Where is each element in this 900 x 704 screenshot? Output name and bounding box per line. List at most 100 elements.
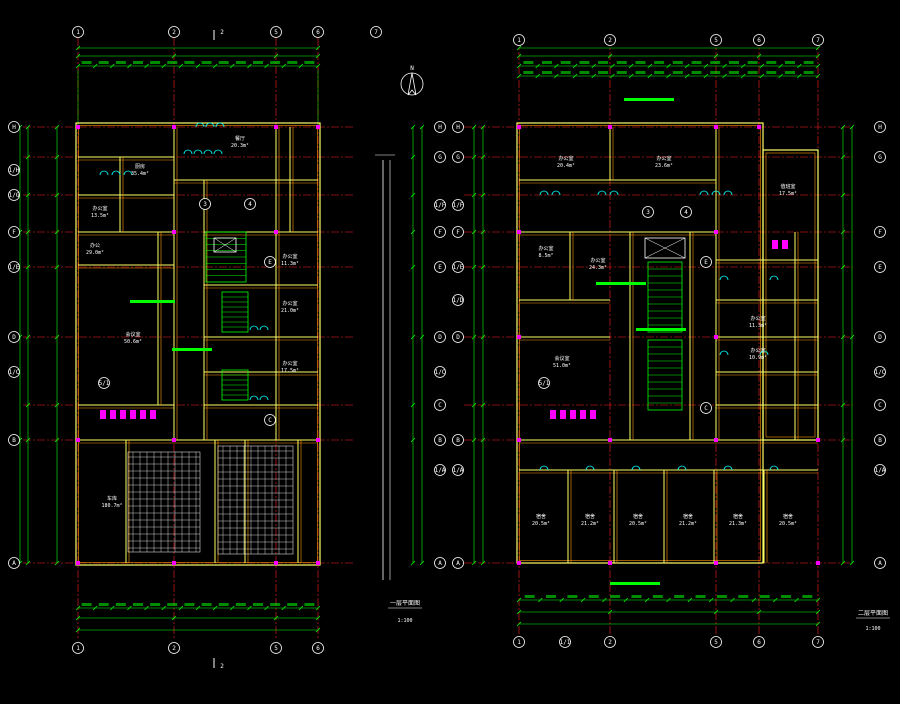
door-swing <box>719 350 729 356</box>
toilet-row-right <box>590 410 596 419</box>
door-swing <box>249 325 259 331</box>
dimension-tick <box>273 615 279 621</box>
axis-bubble-far-right-H-label: H <box>878 124 882 131</box>
structural-column <box>714 335 718 339</box>
dimension-tick <box>773 597 778 603</box>
dimension-value-mark <box>728 61 739 64</box>
room-name-left-4: 会议室 <box>125 331 140 338</box>
door-swing <box>259 325 269 331</box>
dimension-tick <box>815 609 821 615</box>
dimension-tick <box>815 621 821 627</box>
dimension-tick <box>666 73 671 79</box>
room-name-right-8: 宿舍 <box>536 513 546 520</box>
dimension-tick <box>840 402 846 408</box>
dimension-value-mark <box>784 71 795 74</box>
room-name-right-1: 办公室 <box>656 155 671 162</box>
axis-bubble-right-bottom-6 <box>753 636 765 648</box>
dimension-tick <box>591 63 597 69</box>
dimension-tick <box>602 597 607 603</box>
axis-bubble-middle-E <box>434 261 446 273</box>
dimension-tick <box>849 124 855 130</box>
right-plan-title: 二层平面图 <box>858 610 888 617</box>
axis-bubble-far-right-1/A-label: 1/A <box>875 467 886 474</box>
dimension-tick <box>480 264 486 270</box>
axis-bubble-right-outer-1/A <box>452 464 464 476</box>
dimension-value-mark <box>218 603 229 606</box>
door-swing <box>769 275 779 281</box>
axis-bubble-right-bottom-7-label: 7 <box>816 639 820 646</box>
right-wing-wall-inner <box>765 152 816 438</box>
room-name-right-5: 会议室 <box>554 355 569 362</box>
interior-bubble-right-3-label: 3 <box>646 209 650 216</box>
room-area-right-9: 21.2m² <box>581 521 599 527</box>
elevator-shaft-right <box>644 237 686 259</box>
structural-column <box>608 125 612 129</box>
axis-bubble-right-outer-1/E-label: 1/E <box>453 264 464 271</box>
dimension-tick <box>480 192 486 198</box>
dimension-tick <box>144 605 149 611</box>
dimension-value-mark <box>524 595 535 598</box>
interior-bubble-left-E <box>264 256 276 268</box>
left-plan-title: 一层平面图 <box>390 600 420 607</box>
axis-bubble-left-outer-1/H <box>8 164 20 176</box>
dimension-tick <box>607 53 613 59</box>
door-swing <box>609 190 619 196</box>
room-name-right-0: 办公室 <box>558 155 573 162</box>
door-swing <box>597 190 607 196</box>
dimension-value-mark <box>270 603 281 606</box>
dimension-tick <box>419 560 425 566</box>
dimension-tick <box>687 597 693 603</box>
structural-column <box>714 561 718 565</box>
room-area-left-4: 50.6m² <box>124 339 142 345</box>
room-area-right-7: 10.9m² <box>749 355 767 361</box>
axis-bubble-far-right-D-label: D <box>878 334 882 341</box>
interior-bubble-left-E-label: E <box>268 259 272 266</box>
section-mark-bottom-label: 2 <box>220 663 224 670</box>
axis-bubble-left-top-6 <box>312 26 324 38</box>
door-swing <box>551 190 561 196</box>
room-area-left-7: 17.5m² <box>281 368 299 374</box>
dimension-value-mark <box>691 71 702 74</box>
dimension-tick <box>610 73 615 79</box>
dimension-tick <box>554 63 559 69</box>
dimension-value-mark <box>674 595 685 598</box>
structural-column <box>172 438 176 442</box>
dimension-value-mark <box>115 603 126 606</box>
dimension-tick <box>840 192 846 198</box>
dimension-value-mark <box>542 61 553 64</box>
dimension-tick <box>410 124 416 130</box>
dimension-tick <box>471 437 477 443</box>
door-swing <box>259 395 269 401</box>
axis-bubble-left-bottom-2 <box>168 642 180 654</box>
axis-bubble-right-top-6 <box>753 34 765 46</box>
axis-bubble-far-right-C-label: C <box>878 402 882 409</box>
axis-bubble-left-top-1 <box>72 26 84 38</box>
dimension-tick <box>480 154 486 160</box>
axis-bubble-far-right-E-label: E <box>878 264 882 271</box>
dimension-tick <box>684 63 690 69</box>
dimension-tick <box>471 154 477 160</box>
dimension-tick <box>840 124 846 130</box>
axis-bubble-right-outer-G <box>452 151 464 163</box>
axis-bubble-right-bottom-1-label: 1 <box>517 639 521 646</box>
room-area-right-11: 21.2m² <box>679 521 697 527</box>
dimension-tick <box>92 63 98 69</box>
interior-bubble-right-E <box>700 256 712 268</box>
dimension-tick <box>535 63 540 69</box>
dimension-lines <box>17 45 855 633</box>
axis-bubble-far-right-B-label: B <box>878 437 882 444</box>
axis-bubble-left-bottom-2-label: 2 <box>172 645 176 652</box>
dimension-tick <box>480 437 486 443</box>
structural-column <box>517 125 521 129</box>
dimension-tick <box>75 53 81 59</box>
dimension-tick <box>559 597 564 603</box>
dimension-tick <box>298 63 304 69</box>
axis-bubble-middle-D-label: D <box>438 334 442 341</box>
axis-bubble-right-outer-B <box>452 434 464 446</box>
dimension-tick <box>315 63 321 69</box>
interior-bubble-right-51-label: 5/1 <box>539 380 550 387</box>
elevator-shaft <box>213 237 237 253</box>
structural-column <box>172 230 176 234</box>
dimension-value-mark <box>184 61 195 64</box>
